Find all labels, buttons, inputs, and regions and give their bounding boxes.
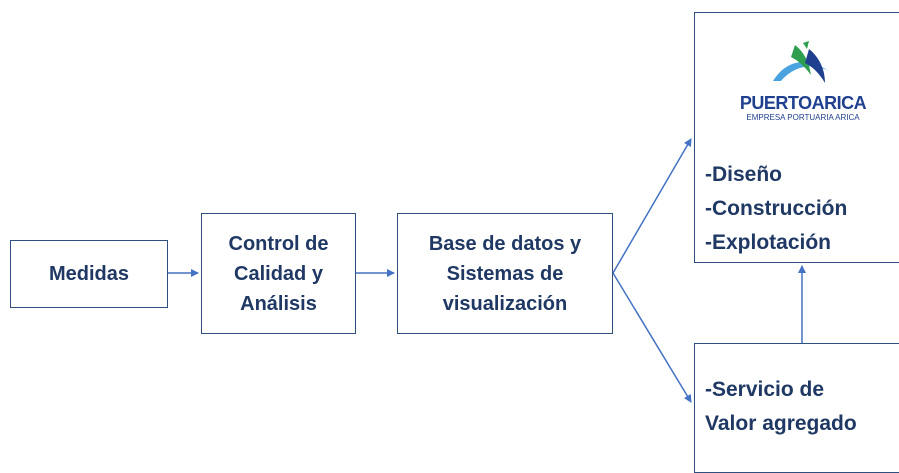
base-line-2: Sistemas de [446, 262, 564, 285]
servicio-valor-box: -Servicio de Valor agregado [694, 343, 899, 473]
control-calidad-text: Control de Calidad y Análisis [229, 229, 329, 319]
connector-arrows [168, 138, 806, 403]
control-line-1: Control de [228, 232, 329, 255]
puertoarica-logo: PUERTOARICA EMPRESA PORTUARIA ARICA [723, 41, 883, 131]
control-calidad-box: Control de Calidad y Análisis [201, 213, 356, 334]
puertoarica-logo-mark-icon [773, 41, 829, 83]
base-datos-box: Base de datos y Sistemas de visualizació… [397, 213, 613, 334]
servicio-line-2: Valor agregado [705, 412, 857, 435]
outputs-list: -Diseño -Construcción -Explotación [705, 158, 847, 260]
outputs-box: PUERTOARICA EMPRESA PORTUARIA ARICA -Dis… [694, 12, 899, 263]
output-explotacion: -Explotación [705, 231, 832, 254]
servicio-line-1: -Servicio de [705, 378, 825, 401]
base-line-3: visualización [442, 292, 568, 315]
output-construccion: -Construcción [705, 197, 848, 220]
arrow-base-to-outputs [612, 138, 692, 274]
logo-name: PUERTOARICA [739, 93, 867, 113]
logo-subtitle: EMPRESA PORTUARIA ARICA [746, 113, 860, 122]
base-line-1: Base de datos y [428, 232, 582, 255]
base-datos-text: Base de datos y Sistemas de visualizació… [429, 229, 581, 319]
medidas-box: Medidas [10, 240, 168, 308]
control-line-2: Calidad y [234, 262, 323, 285]
flow-diagram: Medidas Control de Calidad y Análisis Ba… [10, 12, 899, 473]
output-diseno: -Diseño [705, 163, 783, 186]
control-line-3: Análisis [240, 292, 317, 315]
servicio-text: -Servicio de Valor agregado [705, 373, 857, 441]
medidas-label: Medidas [48, 263, 130, 285]
arrow-base-to-servicio [612, 272, 692, 403]
